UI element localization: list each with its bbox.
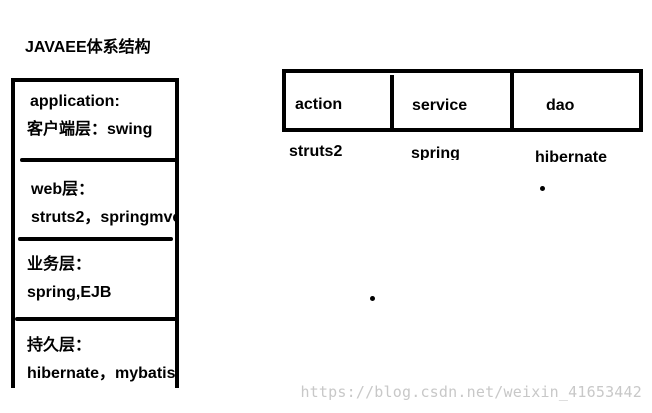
tier-action-label: action	[295, 96, 343, 113]
layer-divider-1	[20, 158, 175, 162]
layer-divider-2	[18, 237, 173, 241]
stray-dot-1	[540, 186, 545, 191]
layer-business-name: 业务层：	[27, 256, 92, 273]
tier-separator-2	[510, 73, 514, 128]
javaee-layer-stack: application: 客户端层：swing web层： struts2，sp…	[11, 78, 179, 388]
tier-action-tech: struts2	[289, 143, 343, 160]
layer-divider-3	[15, 317, 175, 321]
tier-service-tech: spring	[411, 146, 460, 160]
layer-application-detail: 客户端层：swing	[27, 121, 153, 138]
tier-dao-tech: hibernate	[535, 149, 608, 166]
watermark-url: https://blog.csdn.net/weixin_41653442	[300, 383, 642, 401]
tier-separator-1	[390, 75, 394, 129]
stray-dot-2	[370, 296, 375, 301]
layer-persistence-detail: hibernate，mybatis	[27, 365, 176, 382]
three-tier-box: action service dao	[282, 69, 643, 132]
layer-business-detail: spring,EJB	[27, 284, 112, 301]
layer-web-detail: struts2，springmvc	[31, 209, 179, 226]
diagram-title: JAVAEE体系结构	[25, 39, 151, 56]
tier-dao-label: dao	[546, 97, 575, 114]
layer-application-name: application:	[30, 93, 120, 110]
layer-web-name: web层：	[31, 181, 95, 198]
tier-service-label: service	[412, 97, 468, 114]
layer-persistence-name: 持久层：	[27, 337, 92, 354]
